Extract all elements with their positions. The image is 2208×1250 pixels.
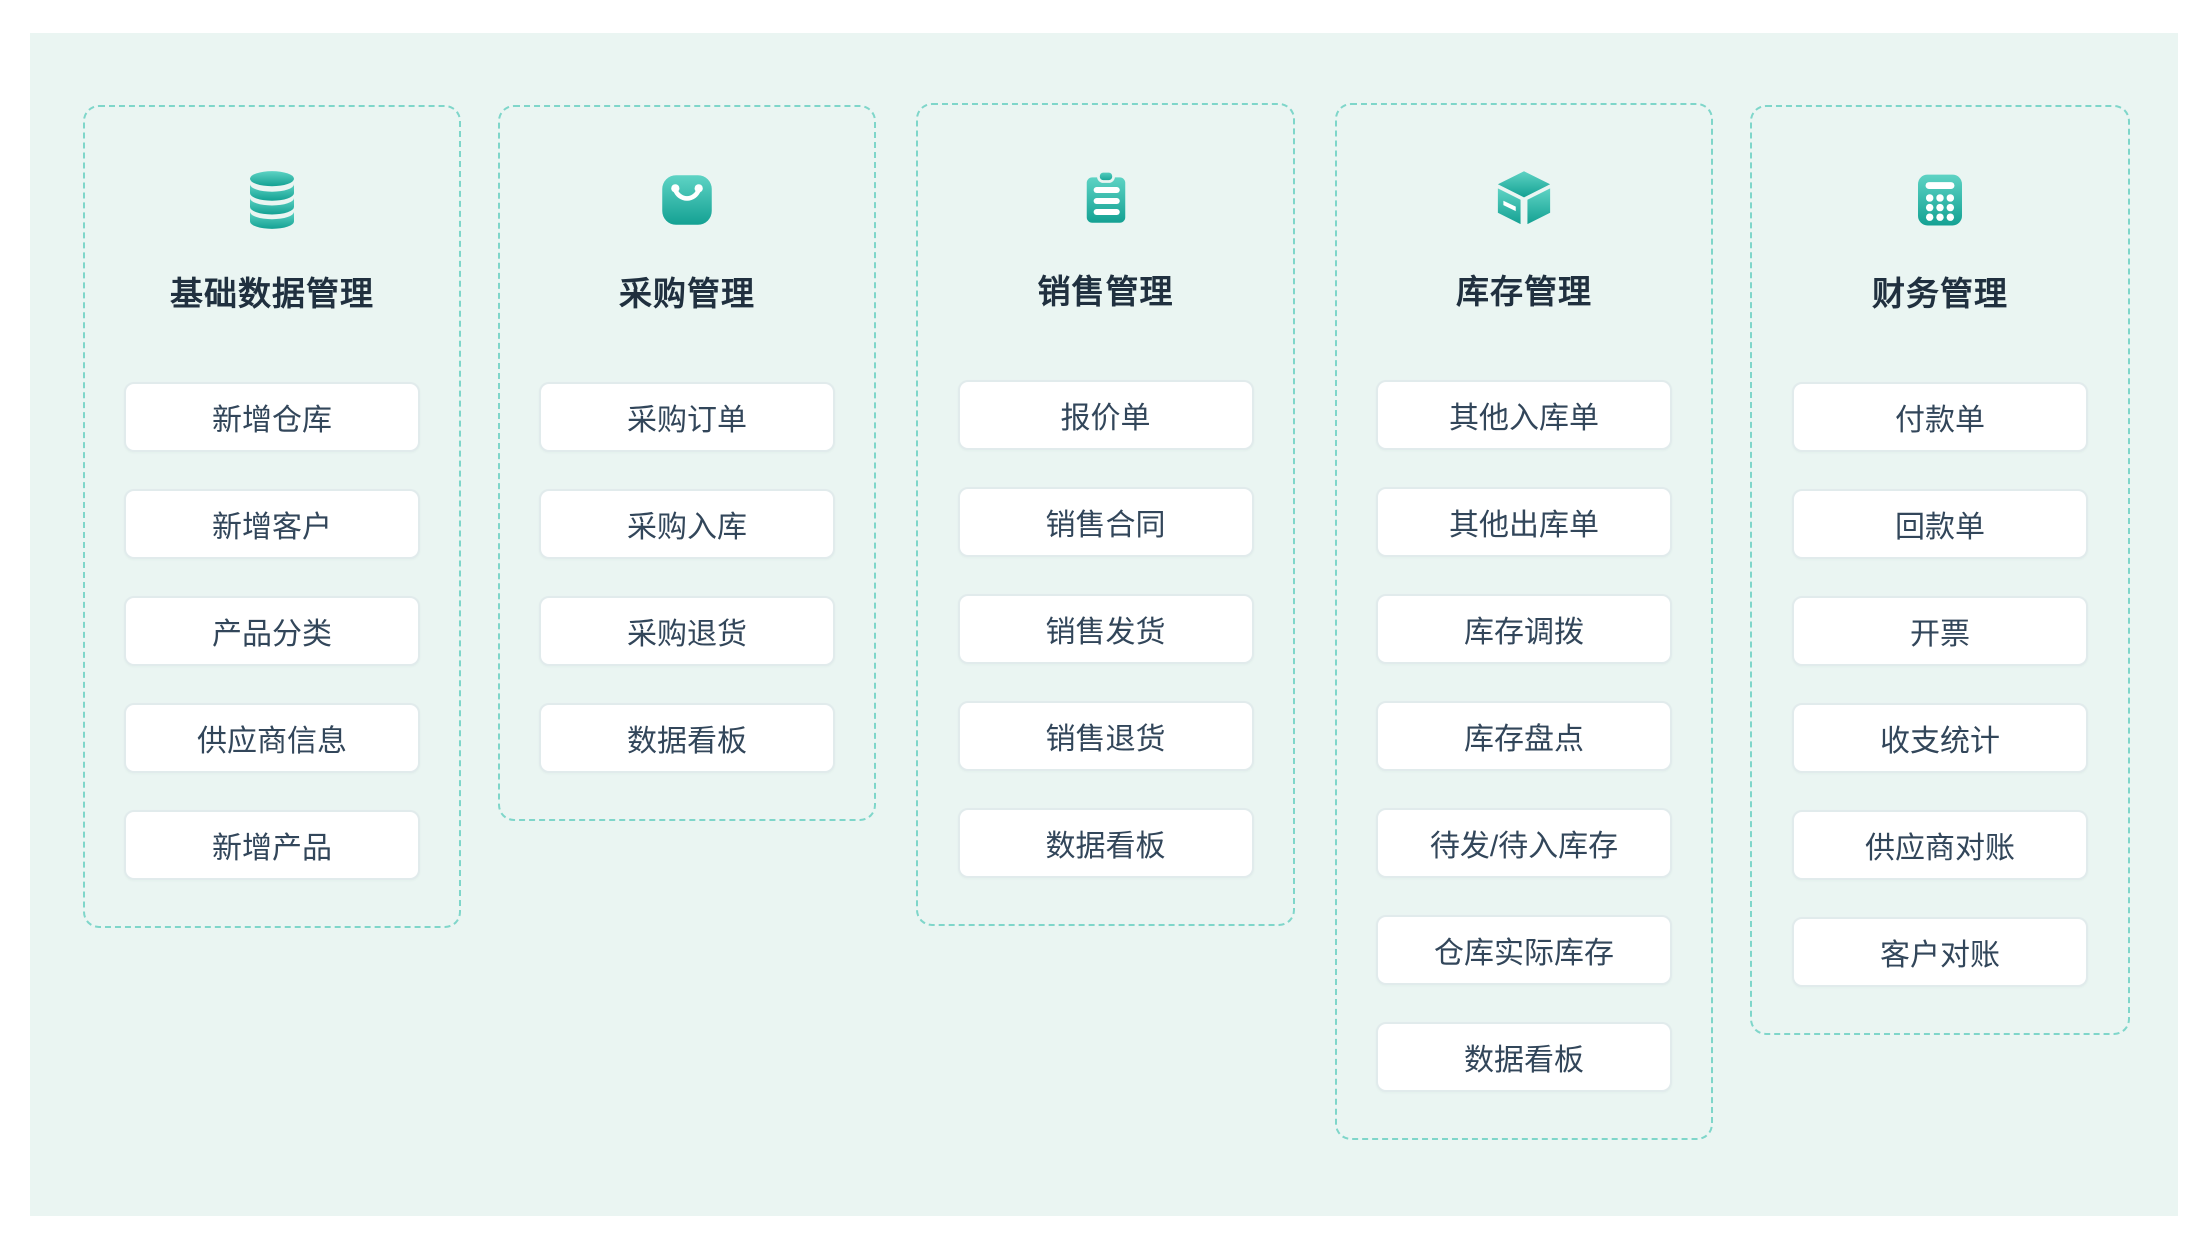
item-button[interactable]: 新增客户 [124,489,420,559]
module-item-list: 新增仓库 新增客户 产品分类 供应商信息 新增产品 [85,382,459,880]
module-panel-basic-data: 基础数据管理 新增仓库 新增客户 产品分类 供应商信息 新增产品 [83,105,461,928]
item-button[interactable]: 客户对账 [1792,917,2088,987]
item-button[interactable]: 仓库实际库存 [1376,915,1672,985]
item-button[interactable]: 收支统计 [1792,703,2088,773]
item-button[interactable]: 新增仓库 [124,382,420,452]
module-title: 财务管理 [1872,275,2008,312]
item-button[interactable]: 报价单 [957,380,1254,450]
item-button[interactable]: 数据看板 [539,703,835,773]
item-button[interactable]: 销售发货 [957,594,1254,664]
module-item-list: 其他入库单 其他出库单 库存调拨 库存盘点 待发/待入库存 仓库实际库存 数据看… [1337,380,1711,1092]
box-icon [1491,165,1557,231]
item-button[interactable]: 销售合同 [957,487,1254,557]
item-button[interactable]: 采购入库 [539,489,835,559]
module-panel-sales: 销售管理 报价单 销售合同 销售发货 销售退货 数据看板 [916,103,1295,926]
item-button[interactable]: 供应商信息 [124,703,420,773]
item-button[interactable]: 其他出库单 [1376,487,1672,557]
module-title: 销售管理 [1037,273,1174,310]
diagram-canvas: 基础数据管理 新增仓库 新增客户 产品分类 供应商信息 新增产品 采购管理 [30,33,2178,1216]
item-button[interactable]: 回款单 [1792,489,2088,559]
item-button[interactable]: 库存调拨 [1376,594,1672,664]
module-panel-finance: 财务管理 付款单 回款单 开票 收支统计 供应商对账 客户对账 [1750,105,2130,1035]
item-button[interactable]: 销售退货 [957,701,1254,771]
module-item-list: 采购订单 采购入库 采购退货 数据看板 [500,382,874,773]
calculator-icon [1907,167,1973,233]
item-button[interactable]: 付款单 [1792,382,2088,452]
module-title: 基础数据管理 [170,275,374,312]
module-title: 库存管理 [1456,273,1592,310]
item-button[interactable]: 其他入库单 [1376,380,1672,450]
item-button[interactable]: 数据看板 [957,808,1254,878]
item-button[interactable]: 产品分类 [124,596,420,666]
item-button[interactable]: 采购退货 [539,596,835,666]
item-button[interactable]: 采购订单 [539,382,835,452]
module-item-list: 报价单 销售合同 销售发货 销售退货 数据看板 [918,380,1293,878]
module-panel-procurement: 采购管理 采购订单 采购入库 采购退货 数据看板 [498,105,876,821]
item-button[interactable]: 供应商对账 [1792,810,2088,880]
module-title: 采购管理 [619,275,755,312]
module-item-list: 付款单 回款单 开票 收支统计 供应商对账 客户对账 [1752,382,2128,987]
item-button[interactable]: 新增产品 [124,810,420,880]
shopping-bag-icon [654,167,720,233]
item-button[interactable]: 数据看板 [1376,1022,1672,1092]
item-button[interactable]: 库存盘点 [1376,701,1672,771]
item-button[interactable]: 开票 [1792,596,2088,666]
database-icon [239,167,305,233]
item-button[interactable]: 待发/待入库存 [1376,808,1672,878]
module-panel-inventory: 库存管理 其他入库单 其他出库单 库存调拨 库存盘点 待发/待入库存 仓库实际库… [1335,103,1713,1140]
clipboard-icon [1073,165,1139,231]
